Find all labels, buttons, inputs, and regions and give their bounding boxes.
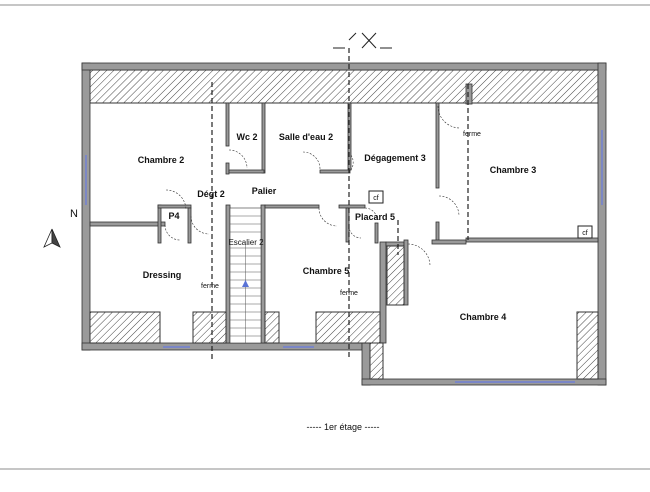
room-degagement-3: Dégagement 3 [364, 153, 426, 163]
cf-box-chambre3 [577, 225, 593, 239]
north-arrow-icon [43, 228, 61, 248]
room-chambre-4: Chambre 4 [460, 312, 507, 322]
room-dressing: Dressing [143, 270, 182, 280]
interior-walls [89, 83, 599, 344]
hatch-chambre5-corner [369, 342, 384, 380]
hatch-chambre4-left [386, 245, 405, 306]
room-escalier-2: Escalier 2 [228, 238, 264, 247]
cf-label-chambre3: cf [582, 230, 588, 237]
room-chambre-5: Chambre 5 [303, 266, 350, 276]
room-palier: Palier [252, 186, 277, 196]
hatch-dressing-right [192, 311, 227, 344]
roof-hatch-band [89, 69, 599, 104]
staircase [229, 207, 262, 344]
room-salle-eau-2: Salle d'eau 2 [279, 132, 333, 142]
room-placard-5: Placard 5 [355, 212, 395, 222]
floor-label: ----- 1er étage ----- [306, 422, 379, 432]
windows [85, 130, 603, 383]
room-degt-2: Dégt 2 [197, 189, 225, 199]
room-chambre-2: Chambre 2 [138, 155, 185, 165]
cf-label-placard: cf [373, 195, 379, 202]
compass-top-icon [333, 32, 392, 49]
annotation-ferme-chambre5: ferme [340, 290, 358, 297]
annotation-ferme-chambre3: ferme [463, 131, 481, 138]
hatch-dressing [89, 311, 161, 344]
cf-box-placard [368, 190, 384, 204]
room-chambre-3: Chambre 3 [490, 165, 537, 175]
door-swings [164, 105, 461, 267]
room-wc-2: Wc 2 [236, 132, 257, 142]
hatch-escalier [264, 311, 280, 344]
axis-lines [211, 48, 469, 360]
room-p4: P4 [168, 211, 179, 221]
hatch-chambre4-right [576, 311, 599, 380]
hatch-chambre5 [315, 311, 381, 344]
stair-arrow-icon [242, 280, 249, 287]
annotation-ferme-dressing: ferme [201, 283, 219, 290]
north-label: N [70, 208, 78, 220]
